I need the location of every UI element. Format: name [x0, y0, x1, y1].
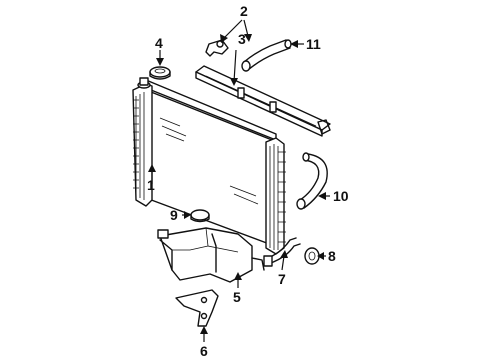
callout-labels: 1 2 3 4 5 6 7 8 9 10 11	[147, 3, 349, 359]
callout-8: 8	[328, 248, 336, 264]
reservoir-bracket	[175, 289, 219, 327]
callout-9: 9	[170, 207, 178, 223]
coolant-reservoir	[157, 227, 265, 283]
reservoir-cap	[190, 209, 210, 223]
radiator-cap	[149, 66, 171, 80]
callout-5: 5	[233, 289, 241, 305]
lower-radiator-hose	[296, 152, 328, 210]
callout-2: 2	[240, 3, 248, 19]
callout-6: 6	[200, 343, 208, 359]
callout-10: 10	[333, 188, 349, 204]
callout-7: 7	[278, 271, 286, 287]
upper-radiator-hose	[241, 39, 292, 72]
callout-4: 4	[155, 35, 163, 51]
radiator	[132, 77, 286, 255]
grommet	[304, 247, 320, 265]
callout-3: 3	[238, 31, 246, 47]
radiator-clamp	[205, 39, 229, 57]
radiator-upper-support	[195, 65, 331, 137]
callout-leaders	[148, 19, 330, 342]
callout-11: 11	[306, 36, 321, 52]
callout-1: 1	[147, 177, 155, 193]
